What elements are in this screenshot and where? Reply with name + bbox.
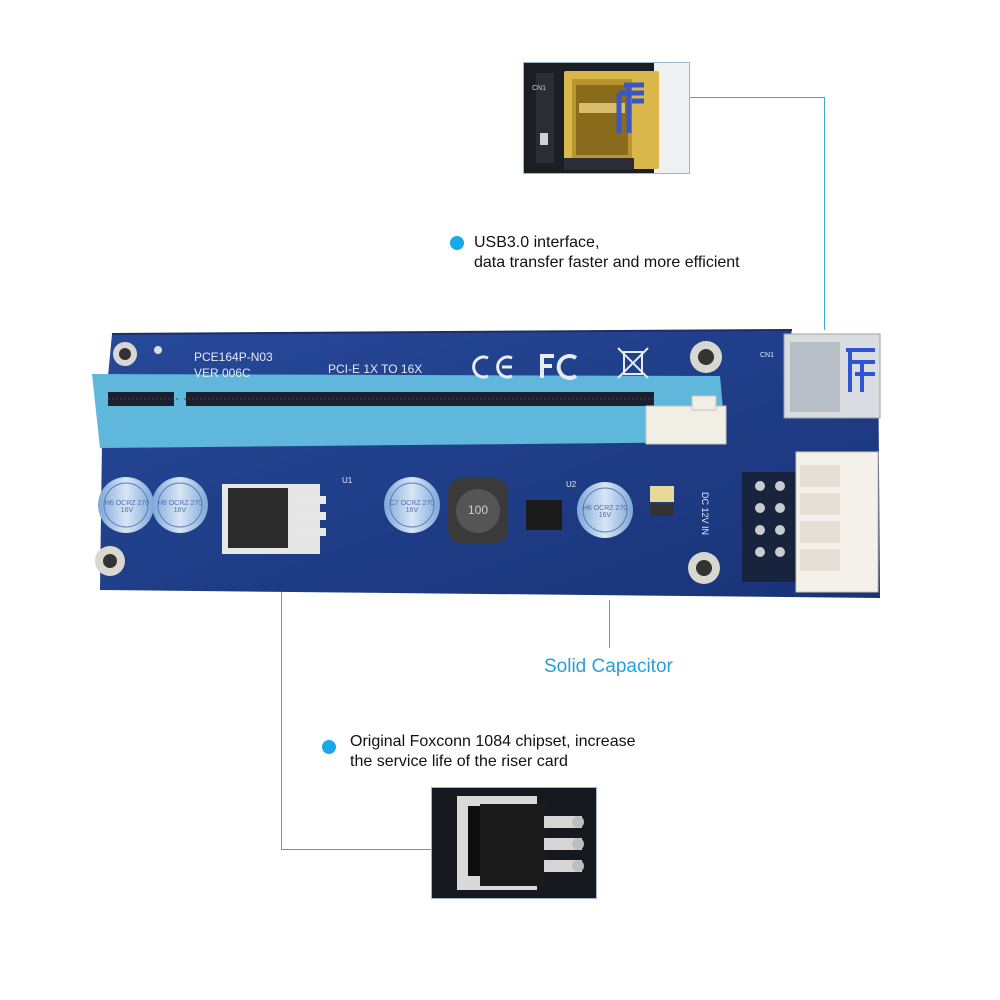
chipset-callout-line2: the service life of the riser card — [350, 753, 568, 770]
capacitor-2 — [152, 477, 208, 533]
capacitor-1 — [98, 477, 154, 533]
capacitor-4-label: H6 OCRZ 270 16V — [582, 505, 628, 519]
capacitor-3 — [384, 477, 440, 533]
inductor-label: 100 — [468, 503, 489, 517]
usb-callout: USB3.0 interface, data transfer faster a… — [474, 233, 740, 273]
model-label: PCE164P-N03 — [194, 350, 273, 364]
capacitor-4 — [577, 482, 633, 538]
chipset-bullet-icon — [322, 740, 336, 754]
diode-component — [650, 504, 674, 516]
white-header-connector — [645, 405, 727, 445]
usb-connector-line-v — [824, 97, 825, 330]
fuse-component — [650, 486, 674, 502]
usb-connector-closeup — [524, 63, 689, 173]
ce-mark-icon — [472, 355, 513, 379]
usb-bullet-icon — [450, 236, 464, 250]
usb-connector-inset: CN1 — [523, 62, 690, 174]
dc-in-label: DC 12V IN — [700, 492, 710, 536]
chipset-callout: Original Foxconn 1084 chipset, increase … — [350, 732, 636, 772]
usb-callout-line2: data transfer faster and more efficient — [474, 254, 740, 271]
usb-superspeed-icon — [616, 82, 644, 133]
capacitor-2-label: H6 OCRZ 270 16V — [157, 500, 203, 514]
u2-label: U2 — [566, 480, 577, 489]
chipset-inset — [431, 787, 597, 899]
pcie-x16-slot — [92, 374, 726, 448]
version-label: VER 006C — [194, 366, 251, 380]
capacitor-1-label: H6 OCRZ 270 16V — [104, 500, 150, 514]
mounting-holes — [95, 341, 722, 584]
foxconn-1084-chip — [222, 484, 326, 554]
weee-bin-icon — [617, 347, 649, 379]
usb-superspeed-icon — [846, 348, 875, 392]
small-ic — [526, 500, 562, 530]
chipset-closeup — [432, 788, 596, 898]
chipset-callout-line1: Original Foxconn 1084 chipset, increase — [350, 733, 636, 750]
chipset-connector-line-h — [281, 849, 431, 850]
usb-callout-line1: USB3.0 interface, — [474, 234, 600, 251]
capacitor-3-label: C7 OCRZ 270 16V — [389, 500, 435, 514]
inductor-100 — [448, 478, 508, 544]
u1-label: U1 — [342, 476, 353, 485]
chipset-connector-line-v — [281, 592, 282, 850]
usb-connector-line-h — [690, 97, 824, 98]
usb3-port — [783, 333, 881, 419]
cn1-board-label: CN1 — [760, 352, 775, 359]
capacitor-connector-line — [609, 600, 610, 648]
solid-capacitor-label: Solid Capacitor — [544, 656, 673, 677]
cn1-inset-label: CN1 — [532, 85, 547, 92]
pcie-label: PCI-E 1X TO 16X — [328, 362, 423, 376]
fc-mark-icon — [540, 354, 578, 380]
molex-power-connector — [742, 451, 879, 593]
